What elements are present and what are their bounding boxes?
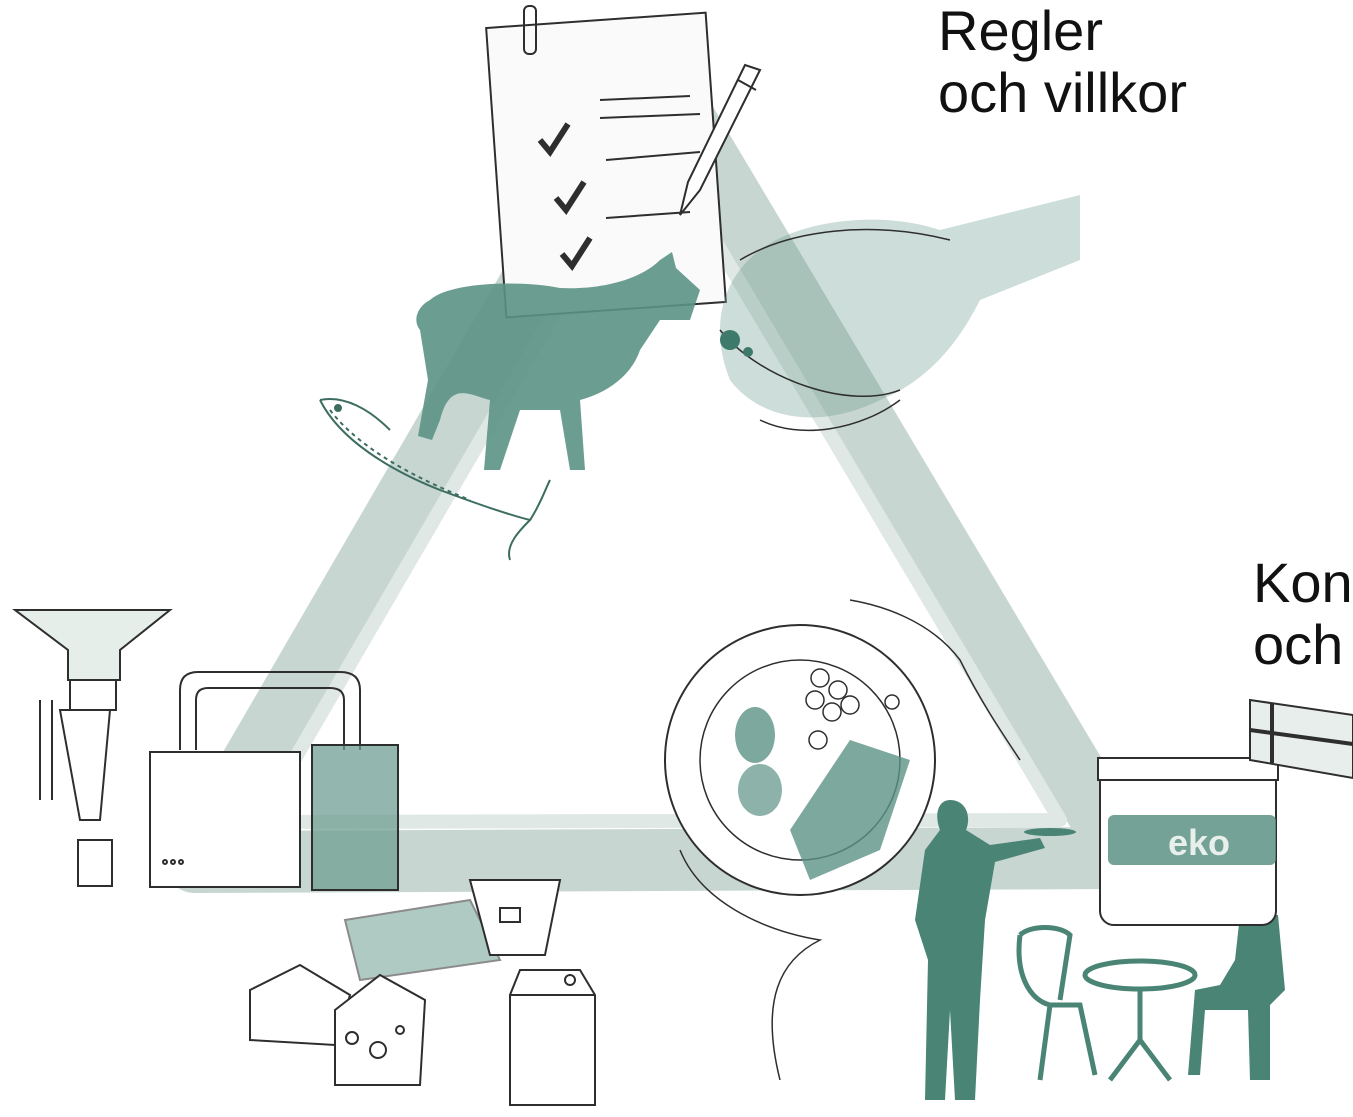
- jar-label: eko: [1168, 822, 1230, 863]
- cheese-icon: [250, 900, 500, 1085]
- rules-label-line2: och villkor: [938, 62, 1187, 124]
- table-icon: [1085, 961, 1195, 1080]
- consumers-label-line1: Kon: [1253, 552, 1353, 614]
- funnel-icon: [15, 610, 170, 886]
- checklist-icon: [486, 6, 726, 317]
- consumers-label: Kon och: [1253, 552, 1353, 676]
- can-icon: [312, 745, 398, 890]
- milk-carton-icon: [510, 970, 595, 1105]
- package-icon: [150, 752, 300, 887]
- jar-icon: eko: [1098, 758, 1278, 925]
- consumers-label-line2: och: [1253, 614, 1353, 676]
- rules-label: Regler och villkor: [938, 0, 1187, 124]
- rules-label-line1: Regler: [938, 0, 1187, 62]
- chair-icon: [1019, 928, 1095, 1081]
